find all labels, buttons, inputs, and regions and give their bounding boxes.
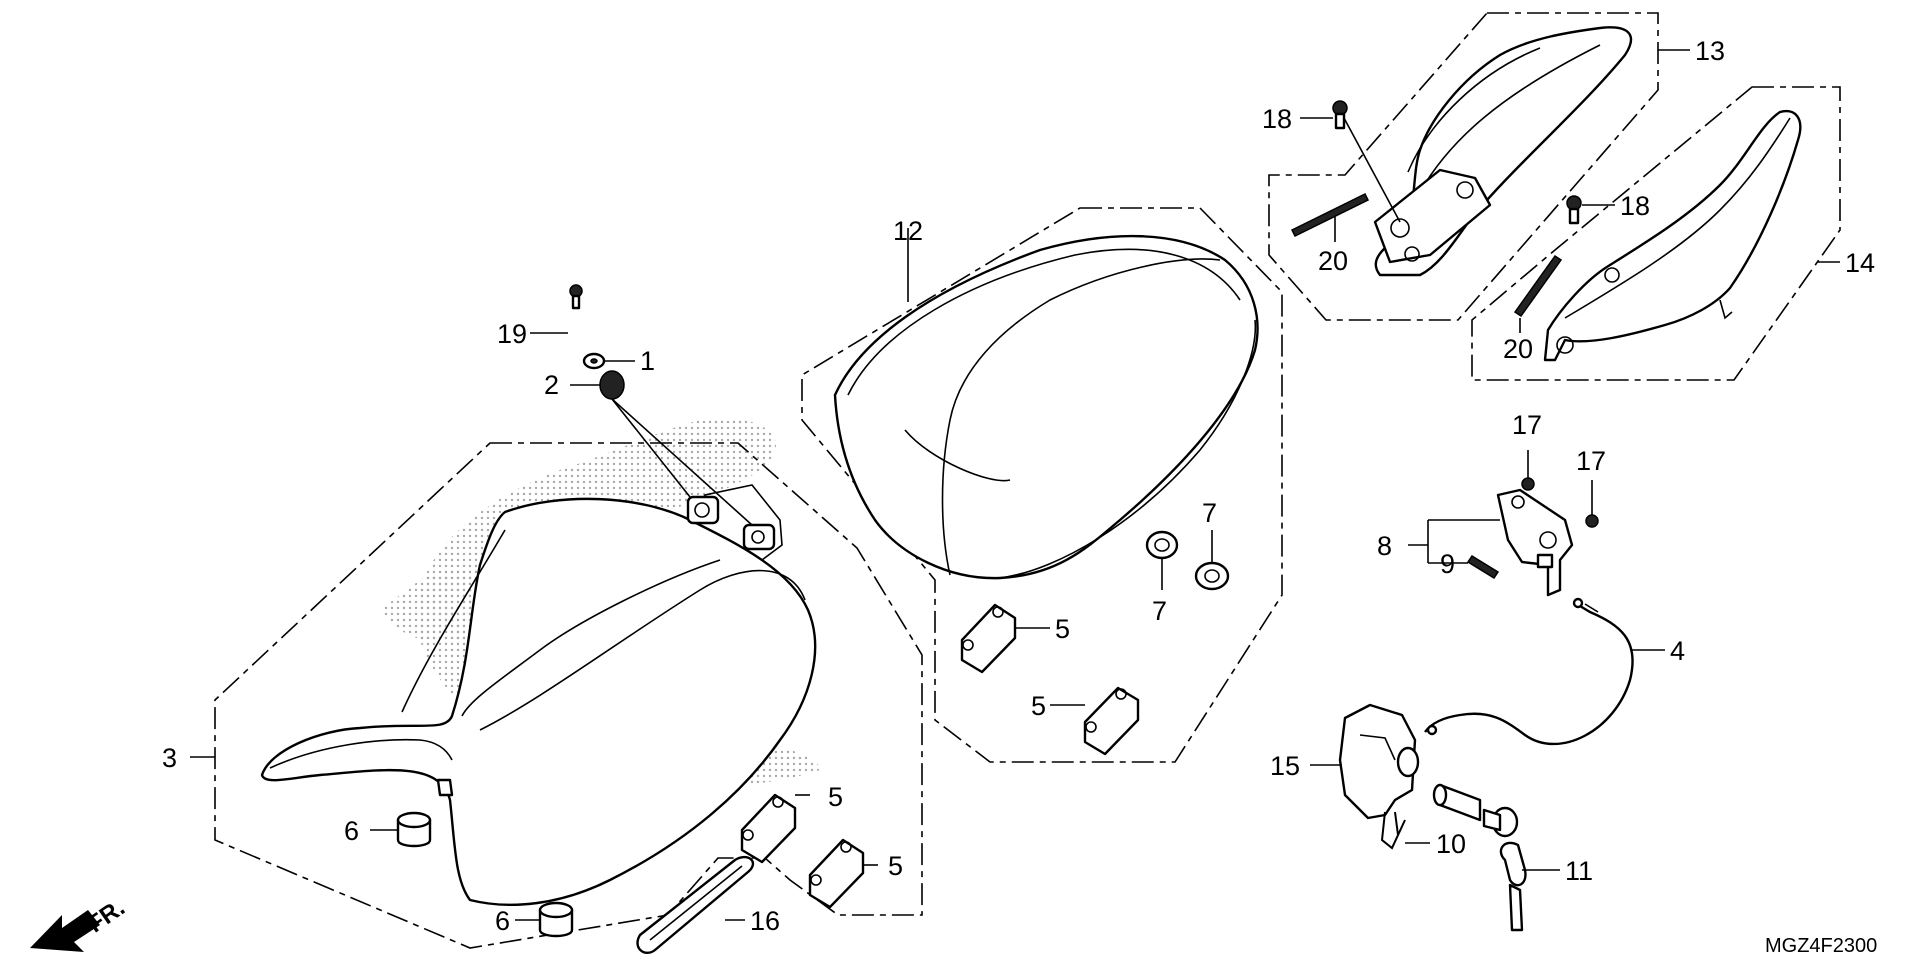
rear-seat (833, 234, 1259, 580)
callout-18-left: 18 (1620, 191, 1650, 221)
front-label: FR. (83, 894, 130, 938)
callout-14: 14 (1845, 248, 1875, 278)
block-5-d (808, 838, 865, 909)
bolt-18-left (1566, 195, 1582, 225)
callout-6-lower: 6 (495, 906, 510, 936)
key-cylinder (1432, 783, 1519, 838)
callout-19: 19 (497, 319, 527, 349)
callout-5-a: 5 (1055, 614, 1070, 644)
callout-4: 4 (1670, 636, 1685, 666)
block-5-c (740, 793, 797, 864)
callout-7-lower: 7 (1152, 596, 1167, 626)
callout-15: 15 (1270, 751, 1300, 781)
block-5-a (960, 603, 1017, 674)
leader-lines (190, 49, 1840, 921)
callout-16: 16 (750, 906, 780, 936)
callout-13: 13 (1695, 36, 1725, 66)
bolt-19 (569, 284, 583, 310)
cushion-6-lower (538, 901, 574, 938)
callout-labels: 19 1 2 3 6 6 12 5 5 5 5 7 7 16 13 14 18 … (162, 36, 1875, 936)
callout-20-right: 20 (1318, 246, 1348, 276)
callout-7-upper: 7 (1202, 498, 1217, 528)
lock-clip (1380, 811, 1406, 850)
cushion-7-lower (1194, 561, 1230, 591)
front-direction-arrow: FR. (30, 894, 130, 952)
callout-5-d: 5 (888, 851, 903, 881)
washer-1 (582, 352, 606, 370)
callout-5-b: 5 (1031, 691, 1046, 721)
front-seat (260, 484, 817, 907)
seat-lock-cable (1424, 597, 1634, 746)
cushion-7-upper (1145, 530, 1179, 560)
block-5-b (1083, 686, 1140, 756)
callout-8: 8 (1377, 531, 1392, 561)
drawing-code: MGZ4F2300 (1765, 935, 1877, 957)
callout-9: 9 (1440, 549, 1455, 579)
callout-6-upper: 6 (344, 816, 359, 846)
callout-18-right: 18 (1262, 104, 1292, 134)
grab-rail-rod-left (1513, 254, 1563, 318)
screw-17-left (1521, 477, 1535, 491)
seat-strap (636, 855, 755, 955)
front-seat-group-box (214, 442, 923, 949)
seat-lock-latch (1496, 488, 1574, 597)
callout-2: 2 (544, 370, 559, 400)
lock-body (1338, 703, 1420, 820)
latch-spring-9 (1466, 554, 1500, 580)
rear-seat-group-box (801, 207, 1283, 763)
grommet-2 (599, 370, 625, 400)
bolt-18-right (1332, 100, 1348, 130)
left-grab-rail (1543, 109, 1802, 362)
callout-5-c: 5 (828, 782, 843, 812)
callout-12: 12 (893, 216, 923, 246)
left-grab-rail-box (1471, 86, 1841, 381)
callout-20-left: 20 (1503, 334, 1533, 364)
cushion-6-upper (396, 811, 432, 848)
callout-17-left: 17 (1512, 410, 1542, 440)
grab-rail-rod-right (1290, 192, 1370, 238)
callout-11: 11 (1565, 856, 1593, 886)
right-grab-rail-box (1268, 12, 1659, 321)
callout-17-right: 17 (1576, 446, 1606, 476)
screw-17-right (1585, 514, 1599, 528)
callout-3: 3 (162, 743, 177, 773)
right-grab-rail (1373, 26, 1632, 277)
callout-10: 10 (1436, 829, 1466, 859)
ignition-key (1499, 841, 1527, 932)
callout-1: 1 (640, 346, 655, 376)
